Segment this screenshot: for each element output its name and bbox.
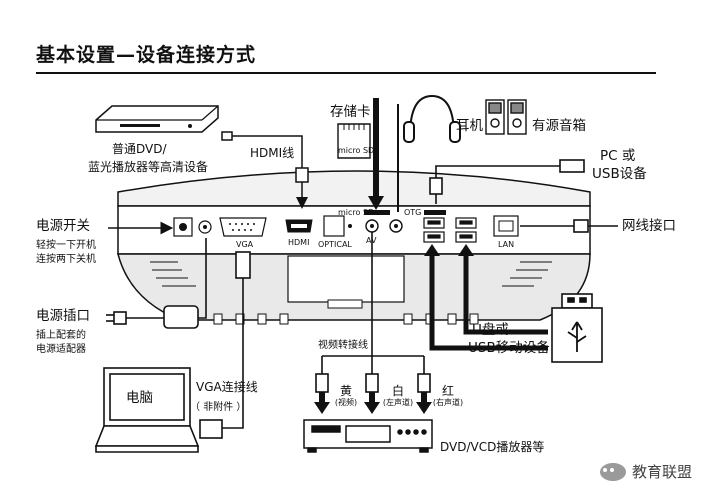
power-switch-note1: 轻按一下开机 (36, 240, 96, 251)
red-sub-label: (右声道) (432, 398, 464, 407)
laptop-illustration (94, 367, 200, 453)
hdmi-port-label: HDMI (288, 238, 310, 247)
udisk-label-line1: U盘或 (472, 322, 509, 338)
power-switch-port (173, 217, 193, 237)
pc-label-line1: PC 或 (600, 148, 636, 164)
dc-jack-port (198, 220, 212, 234)
usb-stick (551, 293, 603, 363)
power-switch-note2: 连按两下关机 (36, 254, 96, 265)
udisk-label-line2: USB移动设备 (468, 340, 550, 356)
lan-port-label: LAN (498, 240, 515, 249)
watermark: 教育联盟 (599, 461, 692, 482)
bluray-player (95, 105, 219, 133)
vga-cable-note: （ 非附件 ） (190, 402, 247, 413)
dvd-vcd-label: DVD/VCD播放器等 (440, 440, 545, 454)
yellow-sub-label: (视频) (334, 398, 358, 407)
vga-cable (199, 251, 251, 439)
headphones-illustration (403, 94, 461, 143)
page-title: 基本设置—设备连接方式 (36, 44, 257, 66)
hdmi-cable (221, 131, 309, 209)
av-jack (365, 219, 379, 233)
headphone-jack (389, 219, 403, 233)
power-switch-label: 电源开关 (36, 218, 90, 234)
dvd-label-line1: 普通DVD/ (112, 142, 167, 156)
otg-port (424, 210, 446, 215)
hdmi-cable-label: HDMI线 (250, 146, 295, 160)
network-port-label: 网线接口 (622, 218, 676, 234)
vga-cable-label: VGA连接线 (196, 380, 258, 394)
vga-port-label: VGA (236, 240, 254, 249)
usb-arrow-head-1 (424, 244, 440, 256)
av-port-label: AV (366, 236, 377, 245)
otg-usb-cable (429, 159, 585, 204)
sd-card-text: micro SD (338, 146, 375, 155)
optical-port (323, 215, 352, 237)
power-socket-label: 电源插口 (36, 308, 90, 324)
lan-cable (520, 219, 618, 233)
computer-label: 电脑 (126, 390, 153, 406)
power-adapter (106, 238, 207, 329)
speakers-label: 有源音箱 (532, 118, 586, 134)
dvd-vcd-player (303, 419, 433, 453)
pc-label-line2: USB设备 (592, 166, 647, 182)
yellow-label: 黄 (339, 384, 352, 398)
speakers-illustration (485, 99, 527, 135)
usb-ports (423, 217, 477, 243)
video-cable-label: 视频转接线 (318, 340, 368, 351)
lan-port (493, 215, 519, 237)
microsd-slot (364, 210, 390, 215)
vga-port (219, 217, 267, 237)
power-socket-note2: 电源适配器 (36, 344, 86, 355)
storage-card-label: 存储卡 (330, 104, 371, 120)
usb-arrows (429, 252, 548, 351)
usb-arrow-head-2 (458, 244, 474, 256)
watermark-text: 教育联盟 (631, 463, 692, 481)
optical-port-label: OPTICAL (318, 240, 352, 249)
title-underline (36, 72, 656, 74)
device-body (117, 170, 591, 325)
sd-arrow-head (368, 196, 384, 210)
wechat-icon (599, 462, 626, 481)
red-label: 红 (441, 384, 454, 398)
power-socket-note1: 插上配套的 (36, 330, 86, 341)
microsd-port-label: micro SD (338, 208, 375, 217)
white-sub-label: (左声道) (382, 398, 414, 407)
otg-port-label: OTG (404, 208, 422, 217)
av-down-arrows (314, 392, 432, 414)
sd-card (337, 123, 371, 159)
white-label: 白 (391, 384, 404, 398)
hdmi-port (285, 219, 313, 233)
headphones-label: 耳机 (456, 118, 483, 134)
dvd-label-line2: 蓝光播放器等高清设备 (88, 160, 209, 174)
